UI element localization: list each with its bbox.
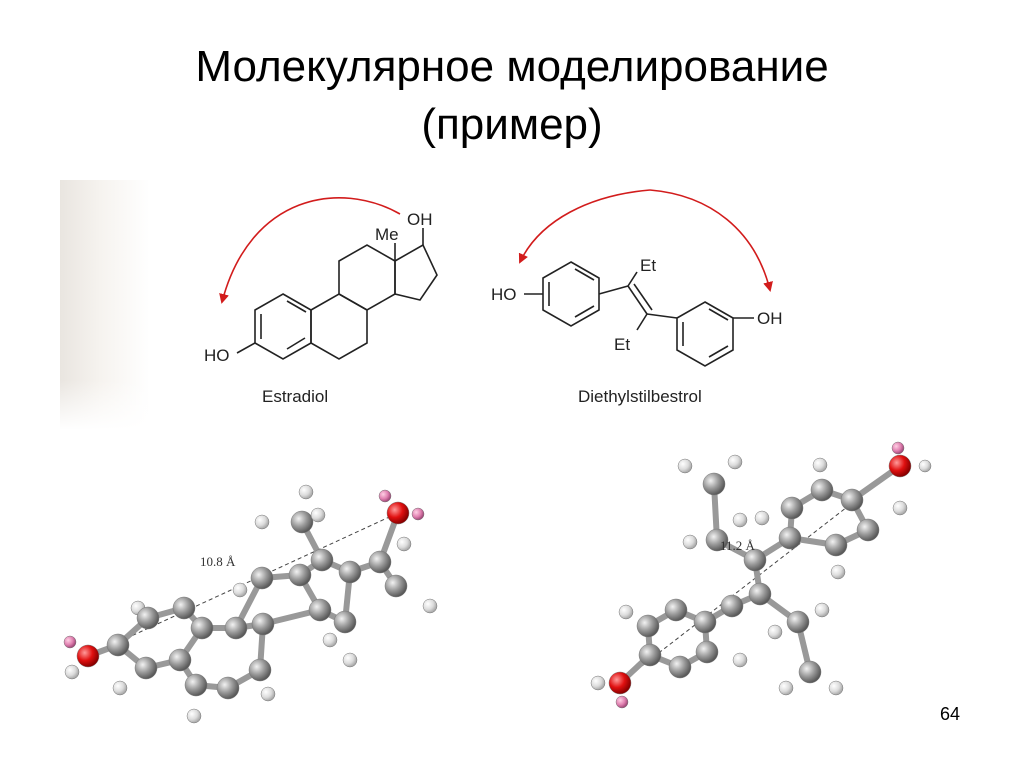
title-line-2: (пример) [421, 100, 603, 149]
title-line-1: Молекулярное моделирование [195, 42, 829, 91]
des-caption: Diethylstilbestrol [578, 387, 702, 406]
estradiol-3d-model: 10.8 Å [63, 484, 438, 724]
des-et-bottom-label: Et [614, 335, 630, 354]
page-number: 64 [939, 704, 960, 724]
estradiol-caption: Estradiol [262, 387, 328, 406]
estradiol-structure [236, 228, 438, 360]
background-photo-fade-bottom [60, 180, 300, 430]
des-et-top-label: Et [640, 256, 656, 275]
estradiol-me-label: Me [375, 225, 399, 244]
des-3d-model: 11.2 Å [590, 441, 932, 709]
des-distance-arrow-left [518, 189, 651, 264]
des-ho-label: HO [491, 285, 517, 304]
estradiol-oh-label: OH [407, 210, 433, 229]
des-distance-label: 11.2 Å [720, 538, 756, 553]
estradiol-ho-label: HO [204, 346, 230, 365]
des-distance-arrow-right [649, 189, 773, 292]
des-oh-label: OH [757, 309, 783, 328]
estradiol-distance-arrow [219, 197, 401, 304]
des-structure [524, 261, 754, 367]
estradiol-distance-label: 10.8 Å [200, 554, 236, 569]
slide-title: Молекулярное моделирование (пример) [0, 38, 1024, 154]
